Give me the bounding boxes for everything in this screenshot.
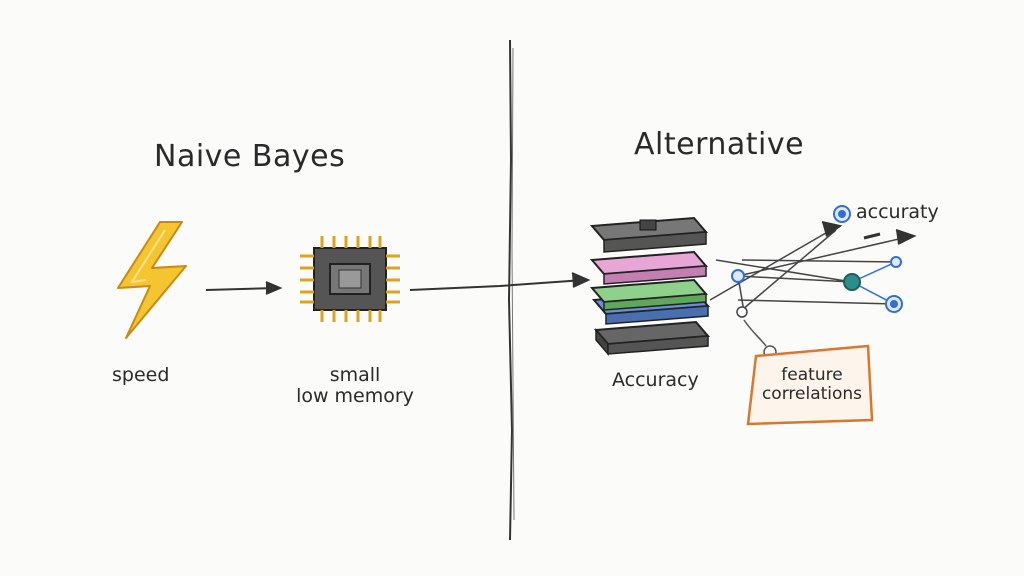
arrow-speed-to-chip xyxy=(205,281,283,295)
chip-label: small low memory xyxy=(290,365,420,407)
tag-line1: feature xyxy=(781,365,843,385)
arrow-chip-to-stack xyxy=(409,272,591,291)
chip-label-line2: low memory xyxy=(296,384,414,407)
feature-correlations-tag: feature correlations xyxy=(752,366,872,403)
chip-label-line1: small xyxy=(329,364,381,386)
speed-label: speed xyxy=(112,364,170,386)
alternative-title: Alternative xyxy=(634,127,805,162)
network-icon xyxy=(709,205,917,318)
lightning-icon xyxy=(117,221,187,339)
tag-icon xyxy=(743,319,874,426)
accuracy-label: Accuracy xyxy=(612,369,699,391)
naive-bayes-title: Naive Bayes xyxy=(154,139,346,174)
layer-stack-icon xyxy=(589,216,711,357)
center-divider xyxy=(507,39,514,541)
tag-line2: correlations xyxy=(761,383,863,404)
chip-icon xyxy=(300,236,400,322)
network-accuracy-label: accuraty xyxy=(856,201,939,223)
